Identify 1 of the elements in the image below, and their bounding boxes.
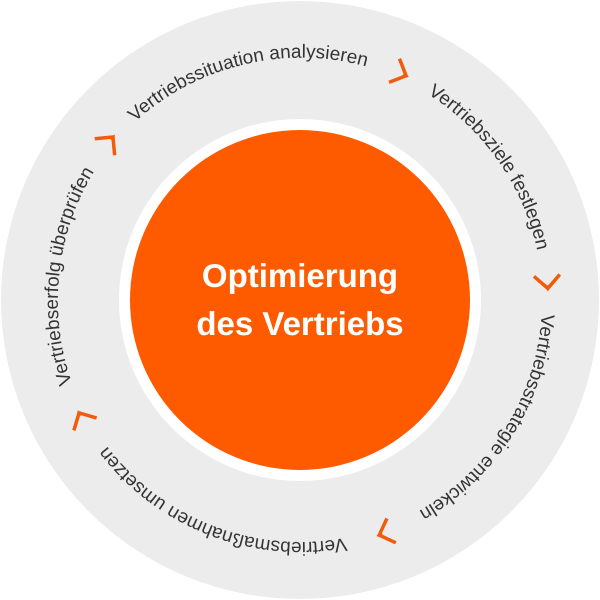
circle-title: Optimierung des Vertriebs [195, 256, 405, 344]
